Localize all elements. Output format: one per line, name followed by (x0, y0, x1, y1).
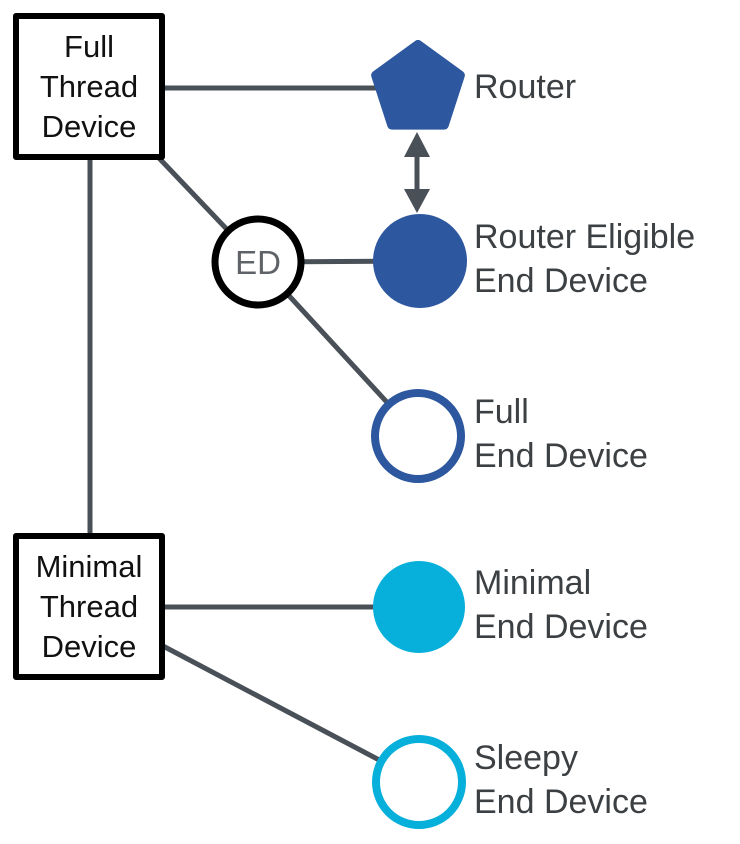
minimal-end-device-label: Minimal End Device (474, 561, 648, 649)
fed-label-line2: End Device (474, 437, 648, 475)
full-end-device-label: Full End Device (474, 390, 648, 478)
full-thread-device-line2: Thread (39, 68, 139, 104)
med-label-line2: End Device (474, 608, 648, 646)
sleepy-end-device-circle-icon (372, 735, 466, 829)
router-reed-bidirectional-arrow-icon (404, 132, 430, 213)
full-thread-device-line3: Device (41, 108, 137, 144)
sleepy-end-device-label: Sleepy End Device (474, 736, 648, 824)
arrow-head-up-icon (404, 132, 430, 157)
med-label-line1: Minimal (474, 564, 592, 602)
minimal-thread-device-line3: Device (41, 628, 137, 664)
full-thread-device-line1: Full (64, 28, 114, 64)
connector-mtd-to-sed (161, 643, 421, 784)
router-eligible-end-device-label: Router Eligible End Device (474, 215, 695, 303)
sed-label-line1: Sleepy (474, 739, 578, 777)
router-pentagon-icon (371, 40, 465, 130)
sed-label-line2: End Device (474, 783, 648, 821)
minimal-thread-device-line1: Minimal (35, 548, 143, 584)
router-label-line1: Router (474, 68, 577, 106)
end-device-badge-label: ED (235, 244, 281, 281)
fed-label-line1: Full (474, 393, 529, 431)
minimal-end-device-circle-icon (373, 561, 465, 653)
minimal-thread-device-box: Minimal Thread Device (13, 533, 165, 680)
end-device-badge-circle (211, 215, 305, 309)
router-eligible-end-device-circle-icon (373, 214, 467, 308)
router-label: Router (474, 65, 576, 109)
reed-label-line1: Router Eligible (474, 218, 696, 256)
arrow-head-down-icon (404, 189, 430, 213)
reed-label-line2: End Device (474, 262, 648, 300)
full-thread-device-box: Full Thread Device (13, 13, 165, 160)
full-end-device-circle-icon (371, 389, 465, 483)
minimal-thread-device-line2: Thread (39, 588, 139, 624)
